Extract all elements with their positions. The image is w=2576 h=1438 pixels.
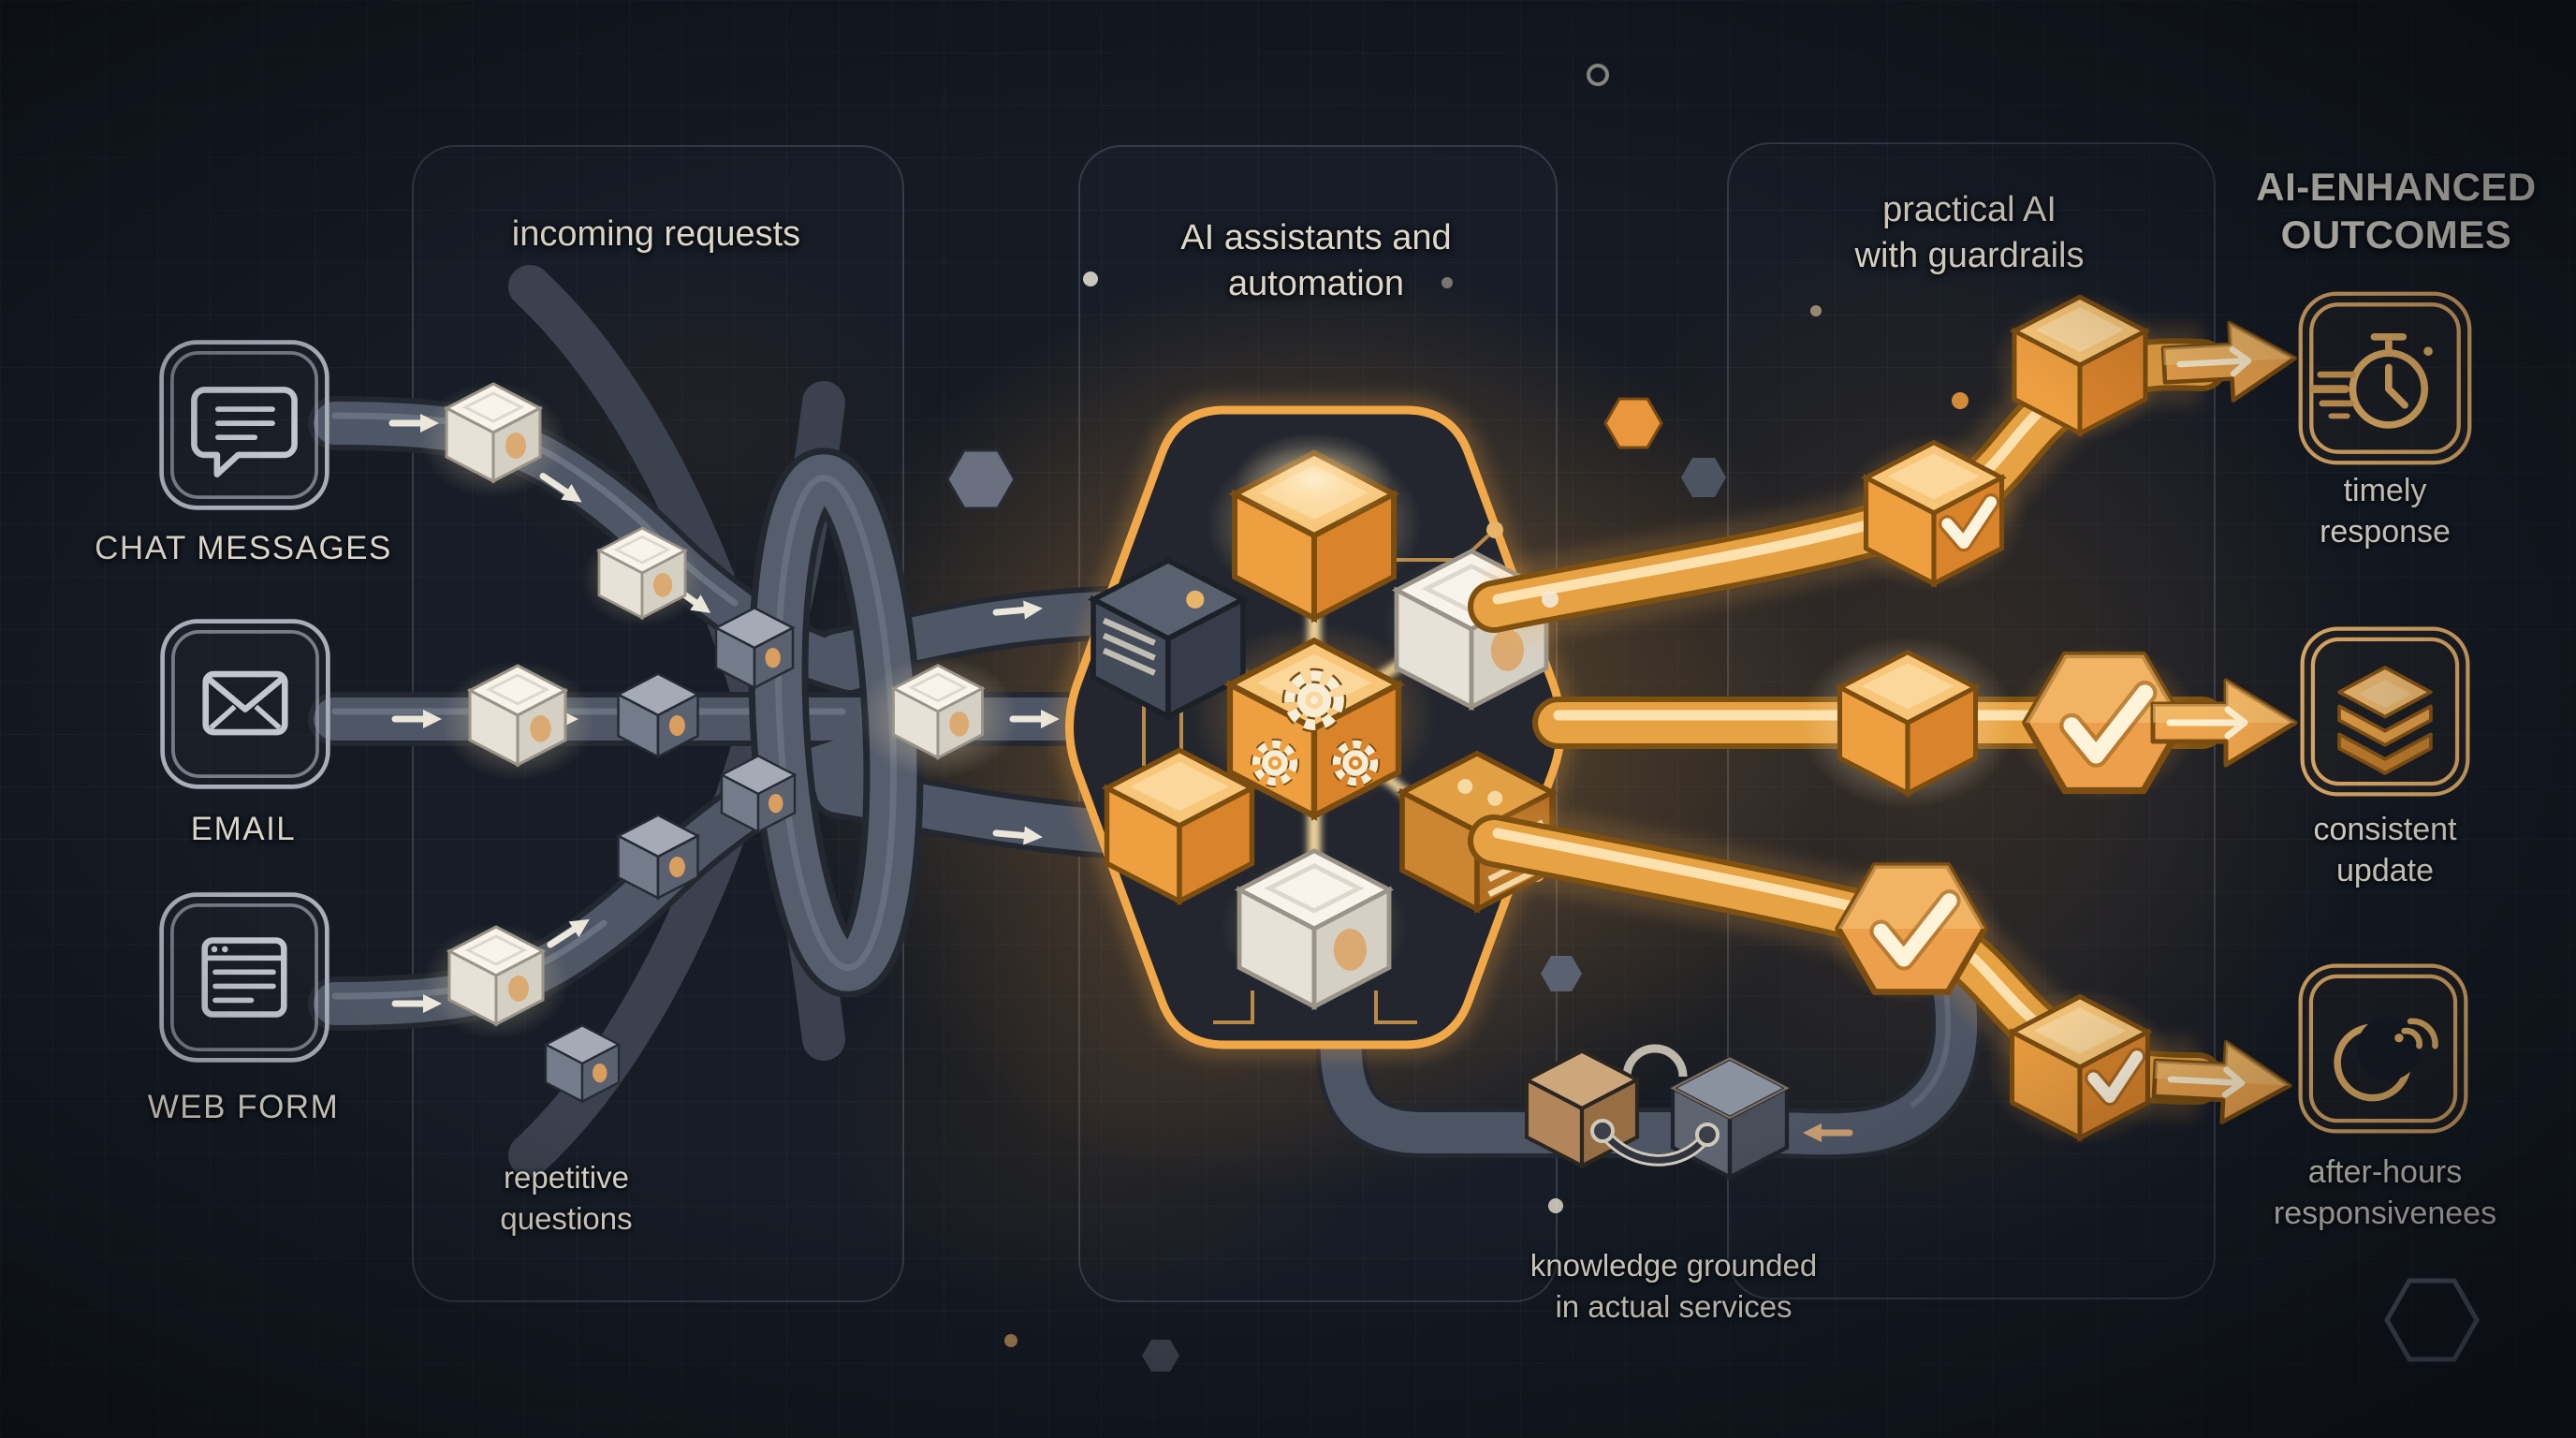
- consistent-update-label: consistent update: [2235, 809, 2535, 891]
- gear-icon: [1290, 676, 1339, 726]
- practical-ai-title-line2: with guardrails: [1854, 236, 2085, 275]
- timely-response-line1: timely: [2343, 473, 2427, 508]
- gear-icon: [1256, 744, 1294, 782]
- layer-stack-icon: [2300, 626, 2470, 797]
- ai-assistants-title-line2: automation: [1227, 264, 1404, 303]
- after-hours-outcome: [2295, 961, 2471, 1137]
- stopwatch-speed-icon: [2298, 291, 2472, 465]
- practical-ai-title-line1: practical AI: [1882, 190, 2056, 229]
- consistent-update-line1: consistent: [2313, 812, 2457, 847]
- repetitive-questions-line1: repetitive: [504, 1160, 629, 1195]
- incoming-requests-title: incoming requests: [511, 214, 801, 254]
- gear-icon: [1337, 744, 1374, 782]
- outcomes-title-line1: AI-ENHANCED: [2256, 165, 2537, 209]
- after-hours-label: after-hours responsivenees: [2226, 1152, 2544, 1234]
- repetitive-questions-caption: repetitive questions: [402, 1157, 730, 1240]
- envelope-icon: [160, 619, 330, 789]
- timely-response-label: timely response: [2235, 470, 2535, 552]
- email-label: EMAIL: [190, 811, 297, 847]
- chat-messages-source: [156, 337, 332, 513]
- practical-ai-title: practical AI with guardrails: [1727, 187, 2212, 279]
- knowledge-grounded-line2: in actual services: [1555, 1289, 1793, 1324]
- ai-assistants-title: AI assistants and automation: [1078, 215, 1554, 307]
- knowledge-grounded-caption: knowledge grounded in actual services: [1496, 1245, 1852, 1328]
- timely-response-outcome: [2295, 288, 2475, 468]
- ai-assistants-title-line1: AI assistants and: [1180, 218, 1452, 257]
- consistent-update-outcome: [2297, 624, 2473, 800]
- chat-bubble-icon: [159, 340, 329, 510]
- moon-signal-icon: [2298, 963, 2468, 1134]
- web-form-label: WEB FORM: [147, 1089, 340, 1125]
- chat-messages-label: CHAT MESSAGES: [95, 530, 392, 566]
- ai-core-hexagon: [1055, 396, 1575, 1059]
- after-hours-line1: after-hours: [2307, 1154, 2463, 1190]
- email-source: [157, 616, 333, 792]
- after-hours-line2: responsivenees: [2273, 1196, 2497, 1231]
- timely-response-line2: response: [2320, 514, 2451, 550]
- outcomes-title: AI-ENHANCED OUTCOMES: [2228, 163, 2565, 258]
- web-form-source: [156, 889, 332, 1065]
- knowledge-grounded-line1: knowledge grounded: [1530, 1248, 1818, 1283]
- repetitive-questions-line2: questions: [500, 1201, 633, 1236]
- browser-form-icon: [159, 892, 329, 1063]
- consistent-update-line2: update: [2336, 853, 2434, 888]
- outcomes-title-line2: OUTCOMES: [2280, 213, 2512, 257]
